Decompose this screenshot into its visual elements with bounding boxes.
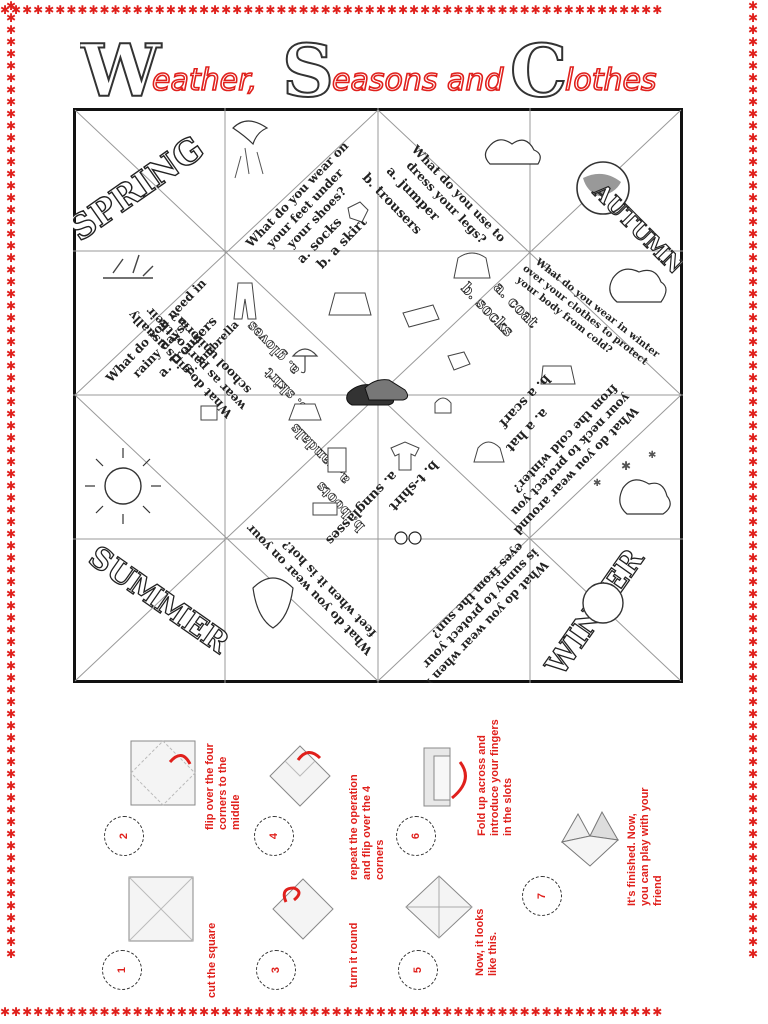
skirt-icon [328,292,372,316]
step-4-paper-illustration [268,744,332,810]
sun-rays-icon [85,448,161,524]
step-3-text: turn it round [348,922,360,988]
sandals-icon [312,502,338,516]
wind-cloud-icon [484,139,541,165]
umbrella-icon [232,120,269,146]
beach-figure-icon [252,577,294,629]
step-1-text: cut the square [206,922,218,998]
shoe-icon [364,379,409,401]
right-border: ✱✱✱✱✱✱✱✱✱✱✱✱✱✱✱✱✱✱✱✱✱✱✱✱✱✱✱✱✱✱✱✱✱✱✱✱✱✱✱✱… [748,0,760,961]
title-word-clothes: lothes [565,63,657,98]
cloud-icon [609,268,667,303]
title-initial-c: C [510,28,567,108]
flip-arrow-icon [168,754,192,765]
svg-text:✱: ✱ [648,450,656,461]
globe-land-icon [583,173,621,196]
skirt-icon [288,403,322,421]
sun-icon [104,467,142,505]
snow-cloud-icon [619,479,671,515]
step-7-fortune-teller-illustration [556,806,624,872]
step-5-paper-illustration [404,874,474,940]
jumper-icon [453,252,491,279]
umbrella-icon [291,348,319,374]
boots-icon [327,447,347,473]
turn-arrow-icon [282,886,301,903]
step-4-number: 4 [254,816,294,856]
snowflakes-icon: ✱ ✱ ✱ [593,450,656,489]
gloves-icon [200,405,218,421]
rain-icon [234,147,264,179]
step-2-paper-illustration [130,740,196,806]
trousers-icon [233,282,257,320]
coat-icon [540,365,576,385]
title-word-weather: eather, [152,63,257,98]
step-5-number: 5 [398,950,438,990]
step-2-number: 2 [104,816,144,856]
left-border: ✱✱✱✱✱✱✱✱✱✱✱✱✱✱✱✱✱✱✱✱✱✱✱✱✱✱✱✱✱✱✱✱✱✱✱✱✱✱✱✱… [6,0,18,961]
step-6-paper-illustration [420,744,480,810]
svg-text:✱: ✱ [621,459,631,473]
title-initial-w: W [80,28,162,108]
svg-text:✱: ✱ [593,478,601,489]
hat-icon [434,397,452,414]
fold-arrow-icon [451,761,467,800]
title-word-seasons: easons and [332,63,504,98]
step-7-text: It's finished. Now,you can play with you… [626,787,664,906]
t-shirt-icon [390,441,420,471]
flip-arrow-icon [296,751,322,761]
step-7-number: 7 [522,876,562,916]
fortune-teller-template: SPRING AUTUMN SUMMER WINTER [61,108,689,693]
socks-icon [447,351,471,371]
step-6-number: 6 [396,816,436,856]
step-3-number: 3 [256,950,296,990]
title-initial-s: S [282,28,334,108]
sunglasses-lens-icon [408,531,422,545]
bare-tree-icon [103,254,154,279]
top-border: ✱✱✱✱✱✱✱✱✱✱✱✱✱✱✱✱✱✱✱✱✱✱✱✱✱✱✱✱✱✱✱✱✱✱✱✱✱✱✱✱… [0,4,664,17]
socks-icon [347,201,369,223]
trousers-icon [402,304,440,328]
sunglasses-icon [394,531,408,545]
step-1-paper-illustration [128,876,194,942]
snowman-icon [582,582,624,624]
step-3-paper-illustration [272,878,334,940]
worksheet-title: W eather, S easons and C lothes [78,27,690,114]
bottom-border: ✱✱✱✱✱✱✱✱✱✱✱✱✱✱✱✱✱✱✱✱✱✱✱✱✱✱✱✱✱✱✱✱✱✱✱✱✱✱✱✱… [0,1006,664,1019]
step-1-number: 1 [102,950,142,990]
scarf-icon [473,441,505,463]
